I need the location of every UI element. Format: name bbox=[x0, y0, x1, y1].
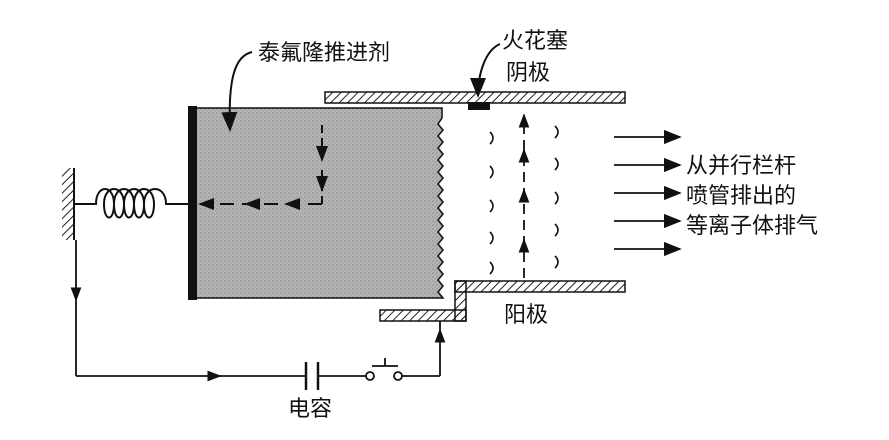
plasma-discharge bbox=[489, 125, 559, 275]
anode-rail bbox=[379, 280, 626, 322]
switch-symbol bbox=[365, 358, 403, 381]
propellant-flow-arrows bbox=[198, 125, 328, 210]
cathode-label: 阴极 bbox=[506, 61, 550, 86]
exhaust-label-line2: 喷管排出的 bbox=[686, 184, 796, 209]
exhaust-label-line1: 从并行栏杆 bbox=[686, 154, 796, 179]
exhaust-arrows bbox=[614, 129, 682, 257]
circuit-wire bbox=[70, 240, 446, 382]
anode-label: 阳极 bbox=[504, 303, 548, 328]
propellant-label: 泰氟隆推进剂 bbox=[258, 41, 390, 66]
exhaust-label-line3: 等离子体排气 bbox=[686, 214, 818, 239]
spark-plug bbox=[468, 102, 490, 110]
spark-plug-leader-arrow bbox=[470, 43, 501, 98]
wall-mount bbox=[62, 168, 75, 240]
capacitor-label: 电容 bbox=[288, 397, 332, 422]
capacitor-symbol bbox=[304, 362, 320, 390]
spark-plug-label: 火花塞 bbox=[502, 29, 568, 54]
spring bbox=[74, 188, 190, 219]
propellant-leader-arrow bbox=[221, 51, 253, 132]
